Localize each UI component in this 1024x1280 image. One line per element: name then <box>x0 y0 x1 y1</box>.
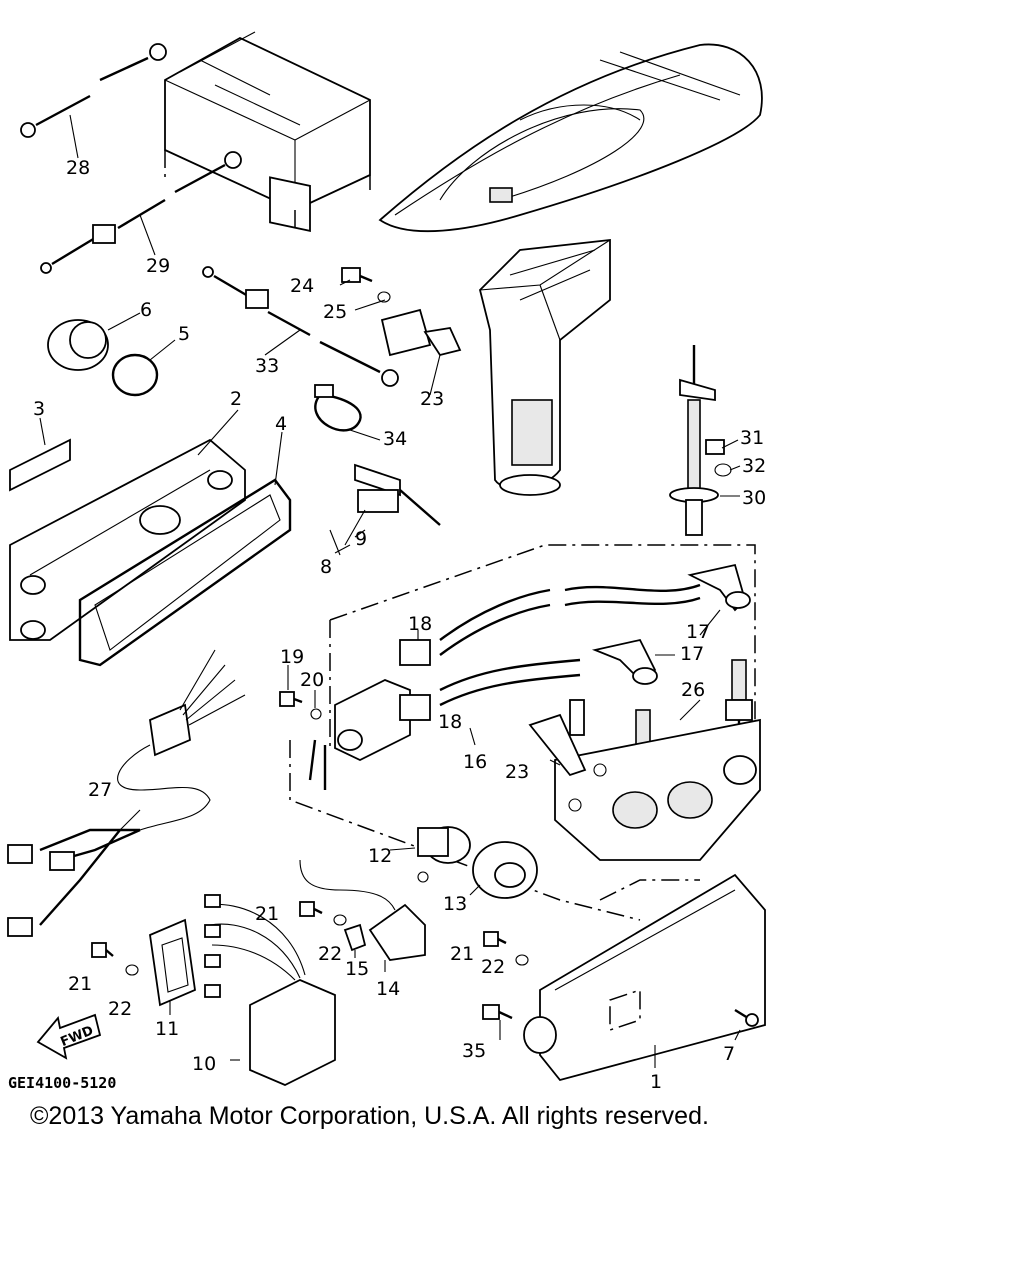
callout-8: 8 <box>320 556 332 578</box>
callout-23b: 23 <box>505 761 529 783</box>
bolt-21a <box>91 942 114 958</box>
washer-32 <box>714 463 732 477</box>
o-ring-5 <box>111 339 176 397</box>
clamp-34 <box>314 384 362 432</box>
callout-21b: 21 <box>255 903 279 925</box>
bolt-19 <box>279 691 303 707</box>
callout-26: 26 <box>681 679 705 701</box>
callout-11: 11 <box>155 1018 179 1040</box>
callout-21c: 21 <box>450 943 474 965</box>
callout-1: 1 <box>650 1071 662 1093</box>
spark-plug-26b <box>725 659 753 740</box>
callout-34: 34 <box>383 428 407 450</box>
callout-22c: 22 <box>481 956 505 978</box>
callout-6: 6 <box>140 299 152 321</box>
callout-18b: 18 <box>438 711 462 733</box>
electrical-box-1 <box>523 873 766 1082</box>
washer-22c <box>515 954 529 966</box>
bolt-21c <box>483 931 507 947</box>
callout-22b: 22 <box>318 943 342 965</box>
washer-20 <box>310 708 322 720</box>
bolt-24 <box>341 267 373 283</box>
callout-7: 7 <box>723 1043 735 1065</box>
callout-22a: 22 <box>108 998 132 1020</box>
bracket-11 <box>149 918 196 1007</box>
callout-30: 30 <box>742 487 766 509</box>
cable-29 <box>40 151 242 274</box>
callout-10: 10 <box>192 1053 216 1075</box>
gasket-4 <box>78 478 292 667</box>
callout-21a: 21 <box>68 973 92 995</box>
bolt-35 <box>482 1004 513 1020</box>
callout-14: 14 <box>376 978 400 1000</box>
electrical-box-cover <box>479 238 611 496</box>
cdi-unit-10 <box>204 894 336 1086</box>
callout-31: 31 <box>740 427 764 449</box>
callout-32: 32 <box>742 455 766 477</box>
washer-22b <box>333 914 347 926</box>
bracket-23-top <box>380 308 462 357</box>
callout-35: 35 <box>462 1040 486 1062</box>
callout-12: 12 <box>368 845 392 867</box>
callout-18a: 18 <box>408 613 432 635</box>
cable-33 <box>202 266 399 387</box>
leader-lines <box>39 279 741 1068</box>
label-3 <box>9 438 71 492</box>
bolt-21b <box>299 901 323 917</box>
bracket-23-lower <box>528 699 587 777</box>
sensor-13 <box>472 841 538 899</box>
callout-28: 28 <box>66 157 90 179</box>
callout-33: 33 <box>255 355 279 377</box>
ignition-coil-16 <box>308 639 431 790</box>
cover-2 <box>9 438 246 641</box>
battery-box <box>164 31 371 232</box>
cylinder-head <box>554 718 761 861</box>
screw-7 <box>734 1008 759 1027</box>
relay-12 <box>417 826 471 883</box>
callout-13: 13 <box>443 893 467 915</box>
cable-28 <box>20 43 167 159</box>
washer-22a <box>125 964 139 976</box>
callout-5: 5 <box>178 323 190 345</box>
callout-4: 4 <box>275 413 287 435</box>
callout-15: 15 <box>345 958 369 980</box>
copyright-notice: ©2013 Yamaha Motor Corporation, U.S.A. A… <box>30 1102 709 1130</box>
callout-27: 27 <box>88 779 112 801</box>
callout-3: 3 <box>33 398 45 420</box>
exploded-parts-diagram: 1 2 3 4 5 6 7 8 9 10 11 12 13 14 15 16 1… <box>7 31 766 1093</box>
callout-2: 2 <box>230 388 242 410</box>
callout-24: 24 <box>290 275 314 297</box>
bolt-31 <box>705 439 725 455</box>
callout-17a: 17 <box>686 621 710 643</box>
callout-9: 9 <box>355 528 367 550</box>
callout-20: 20 <box>300 669 324 691</box>
callout-23a: 23 <box>420 388 444 410</box>
callout-16: 16 <box>463 751 487 773</box>
bracket-15 <box>343 923 367 952</box>
callout-17b: 17 <box>680 643 704 665</box>
plug-cords-17 <box>439 563 751 707</box>
diagram-code: GEI4100-5120 <box>8 1074 116 1092</box>
callout-19: 19 <box>280 646 304 668</box>
sensor-30 <box>669 345 719 536</box>
callout-29: 29 <box>146 255 170 277</box>
rectifier-14 <box>299 859 426 961</box>
fuse-holder-8 <box>329 463 441 556</box>
hull-top <box>378 43 763 233</box>
cap-6 <box>47 312 141 371</box>
forward-arrow-icon: FWD <box>36 1013 102 1060</box>
wire-harness-27 <box>7 649 246 937</box>
callout-25: 25 <box>323 301 347 323</box>
washer-25 <box>377 291 391 303</box>
